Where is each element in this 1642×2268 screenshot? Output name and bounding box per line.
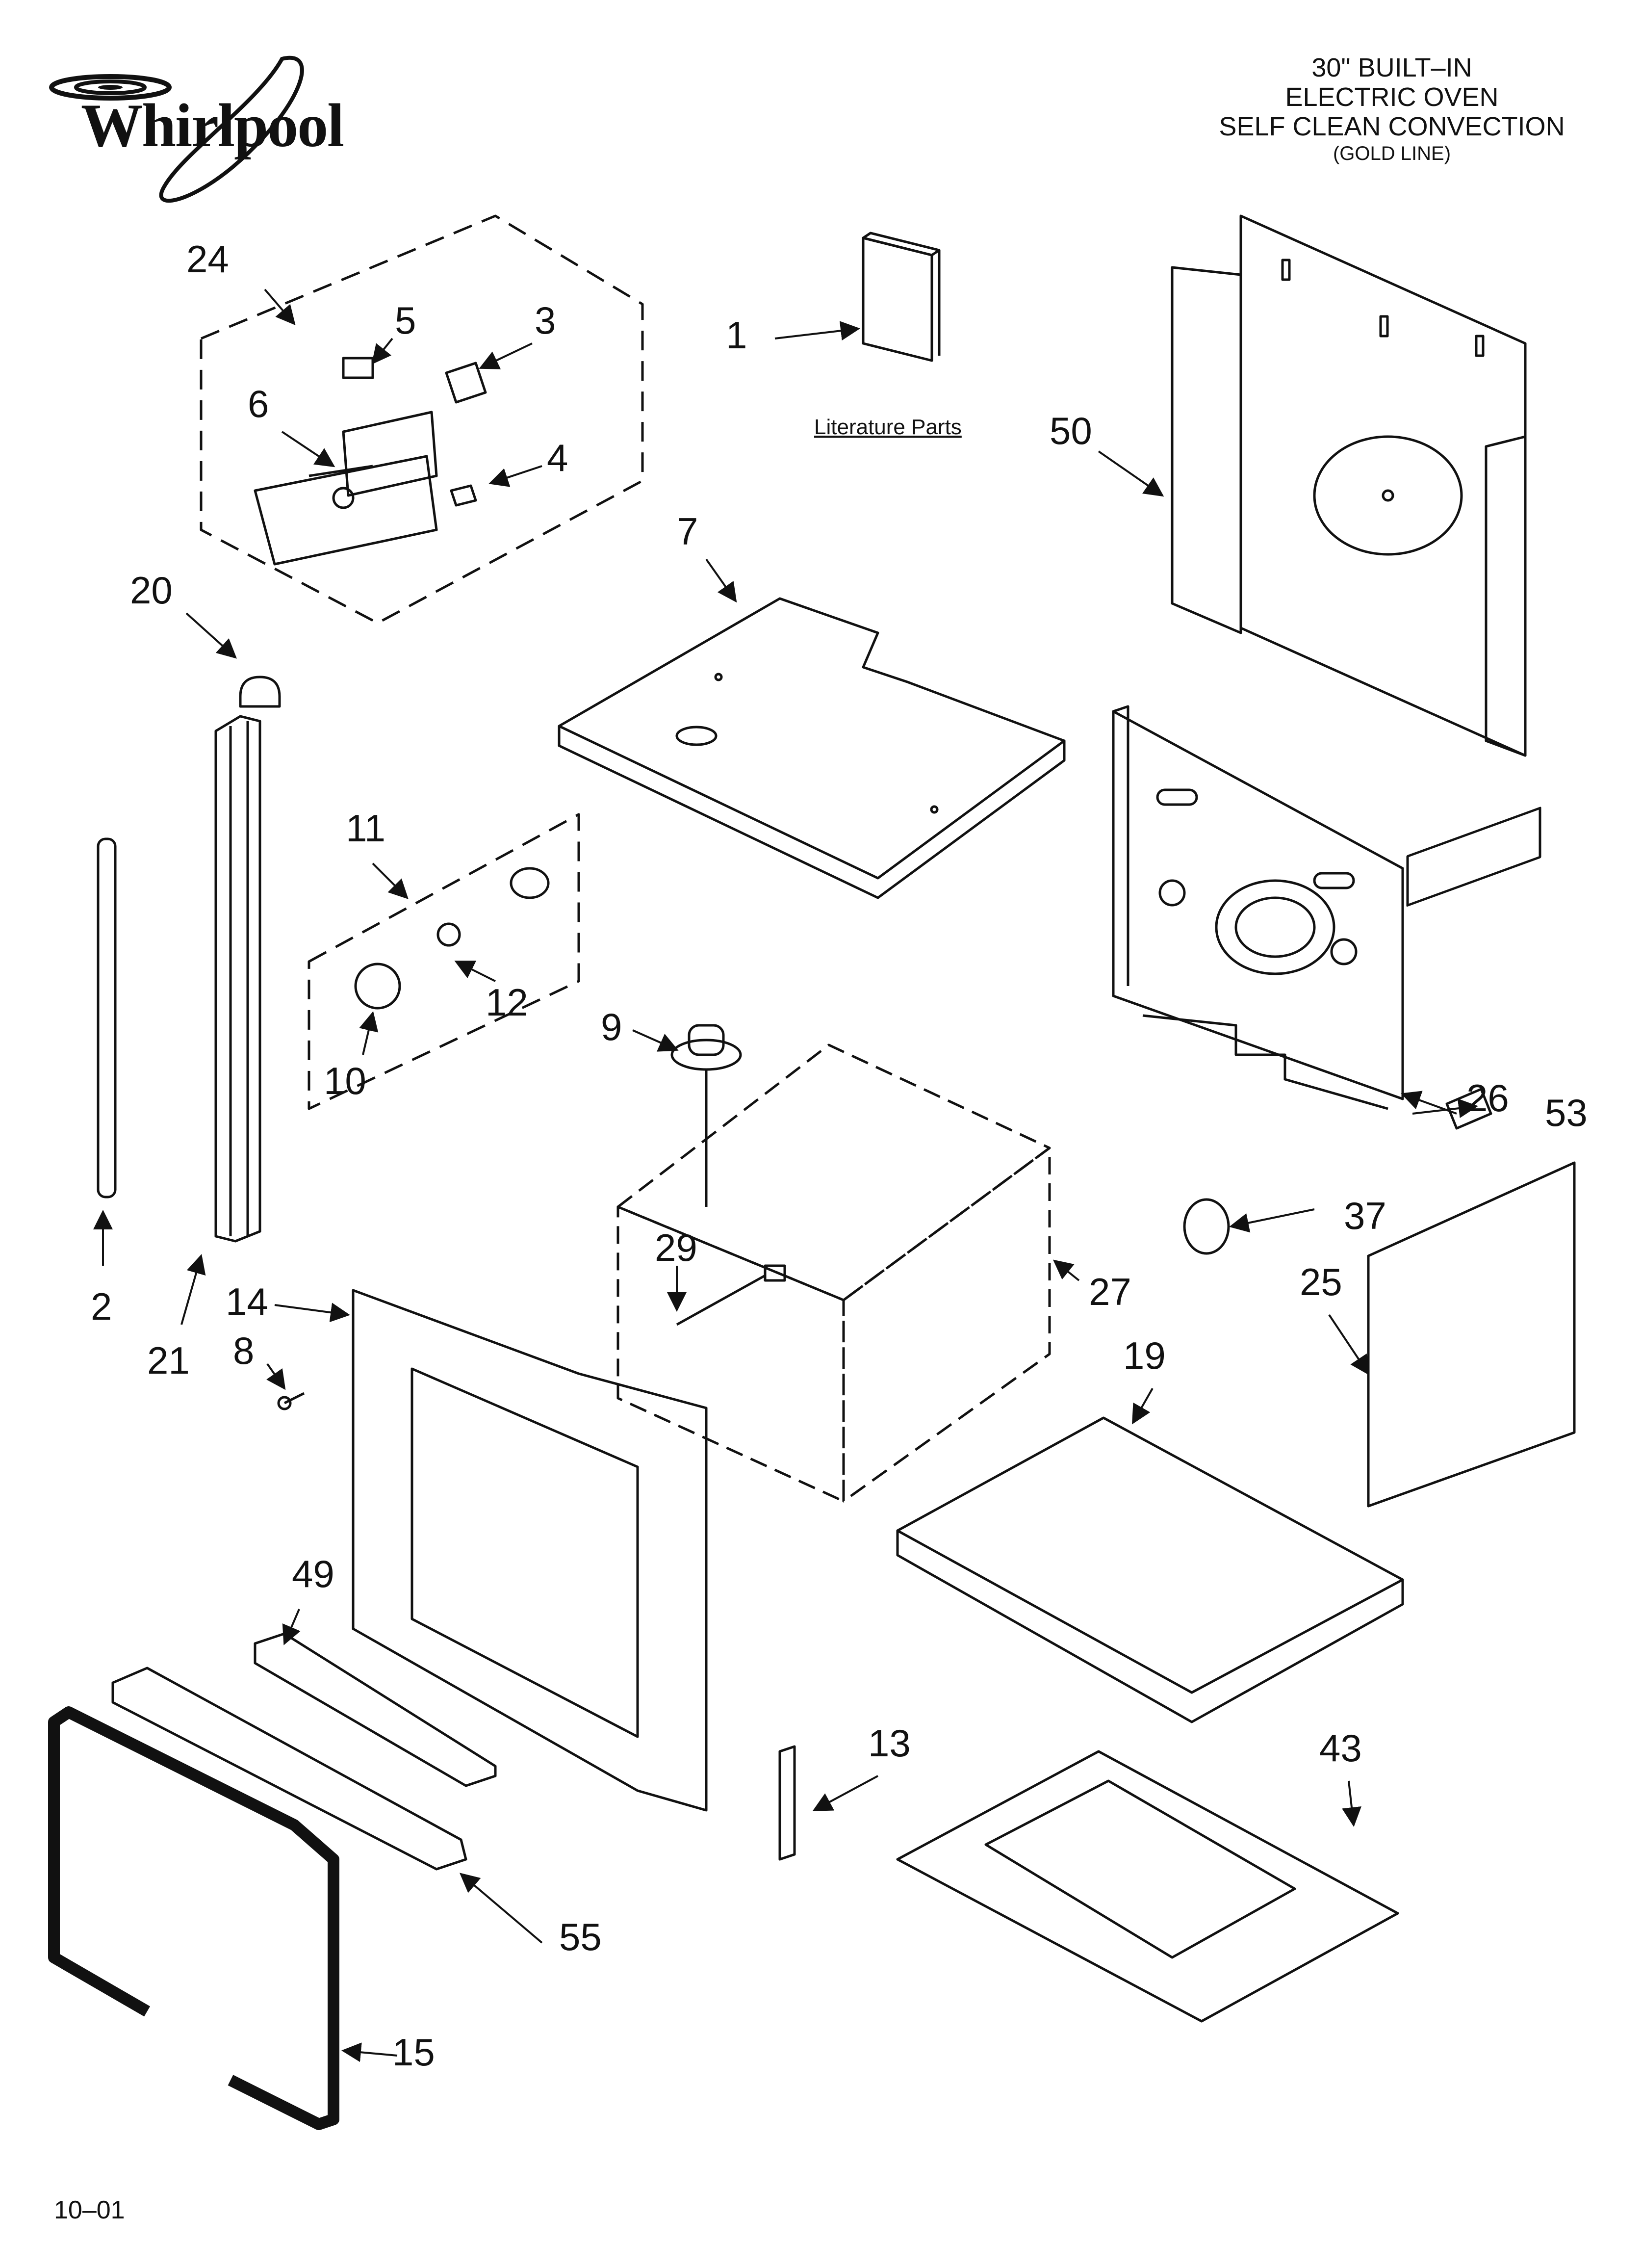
label-part-12: 12	[486, 981, 528, 1024]
label-part-13: 13	[868, 1721, 911, 1765]
part-55-vent-grille	[111, 1667, 467, 1871]
part-15-door-gasket	[48, 1706, 339, 2130]
label-part-10: 10	[324, 1059, 366, 1102]
part-20-end-cap	[239, 676, 281, 708]
title-line-4: (GOLD LINE)	[1333, 143, 1451, 164]
label-part-27: 27	[1089, 1270, 1131, 1313]
model-title: 30" BUILT–IN ELECTRIC OVEN SELF CLEAN CO…	[1206, 53, 1578, 166]
label-part-9: 9	[601, 1005, 622, 1048]
label-part-49: 49	[292, 1552, 334, 1595]
part-27-oven-liner	[616, 1043, 1051, 1503]
part-50-rear-panel	[1171, 214, 1527, 757]
label-part-11: 11	[346, 807, 385, 850]
leader-arrows	[93, 288, 1478, 2062]
title-line-2: ELECTRIC OVEN	[1285, 82, 1499, 112]
part-number-labels: 1 Literature Parts 50 7 24 5 3 6 4 20 11…	[91, 237, 1588, 2074]
label-part-1: 1	[726, 313, 747, 357]
label-part-7: 7	[677, 510, 698, 553]
part-25-side-panel	[1367, 807, 1576, 1508]
label-part-26: 26	[1466, 1076, 1509, 1120]
part-1-literature	[862, 232, 941, 362]
part-49-vent-trim	[254, 1632, 497, 1787]
label-part-5: 5	[395, 299, 416, 342]
label-part-6: 6	[248, 382, 269, 425]
title-line-1: 30" BUILT–IN	[1311, 53, 1472, 82]
label-part-21: 21	[147, 1339, 190, 1382]
part-7-top-panel	[558, 597, 1066, 899]
part-43-bottom-pan	[896, 1750, 1399, 2023]
label-part-55: 55	[559, 1915, 602, 1958]
label-part-4: 4	[547, 436, 568, 479]
label-part-37: 37	[1344, 1194, 1386, 1237]
label-part-8: 8	[233, 1329, 254, 1372]
whirlpool-logo: Whirlpool	[27, 49, 346, 226]
part-9-fan-motor	[670, 1024, 742, 1207]
label-part-29: 29	[655, 1226, 697, 1269]
label-part-43: 43	[1319, 1726, 1362, 1770]
label-part-50: 50	[1050, 409, 1092, 452]
part-53-clip	[1445, 1088, 1492, 1130]
part-21-side-rail	[214, 715, 261, 1243]
part-14-front-frame	[352, 1289, 708, 1812]
part-24-control-bracket-group	[200, 214, 644, 625]
part-26-fan-panel	[1112, 705, 1404, 1110]
logo-swirl-icon	[49, 56, 304, 203]
label-part-20: 20	[130, 569, 173, 612]
revision-code: 10–01	[54, 2196, 125, 2224]
label-part-53: 53	[1545, 1091, 1588, 1134]
label-part-2: 2	[91, 1285, 112, 1328]
part-13-bracket	[778, 1745, 796, 1861]
part-11-knob-group	[308, 813, 580, 1110]
label-part-24: 24	[186, 237, 229, 281]
part-8-screw	[277, 1392, 305, 1410]
label-part-25: 25	[1300, 1260, 1342, 1303]
label-part-3: 3	[535, 299, 556, 342]
literature-parts-label: Literature Parts	[814, 415, 962, 439]
brand-wordmark: Whirlpool	[81, 92, 344, 160]
label-part-14: 14	[226, 1280, 268, 1323]
part-19-bottom-panel	[896, 1416, 1404, 1723]
part-37-thermal-fuse	[1183, 1198, 1230, 1255]
label-part-15: 15	[392, 2031, 435, 2074]
label-part-19: 19	[1123, 1334, 1166, 1377]
title-line-3: SELF CLEAN CONVECTION	[1219, 112, 1565, 141]
part-29-sensor	[676, 1264, 786, 1326]
part-2-rod	[97, 837, 117, 1199]
